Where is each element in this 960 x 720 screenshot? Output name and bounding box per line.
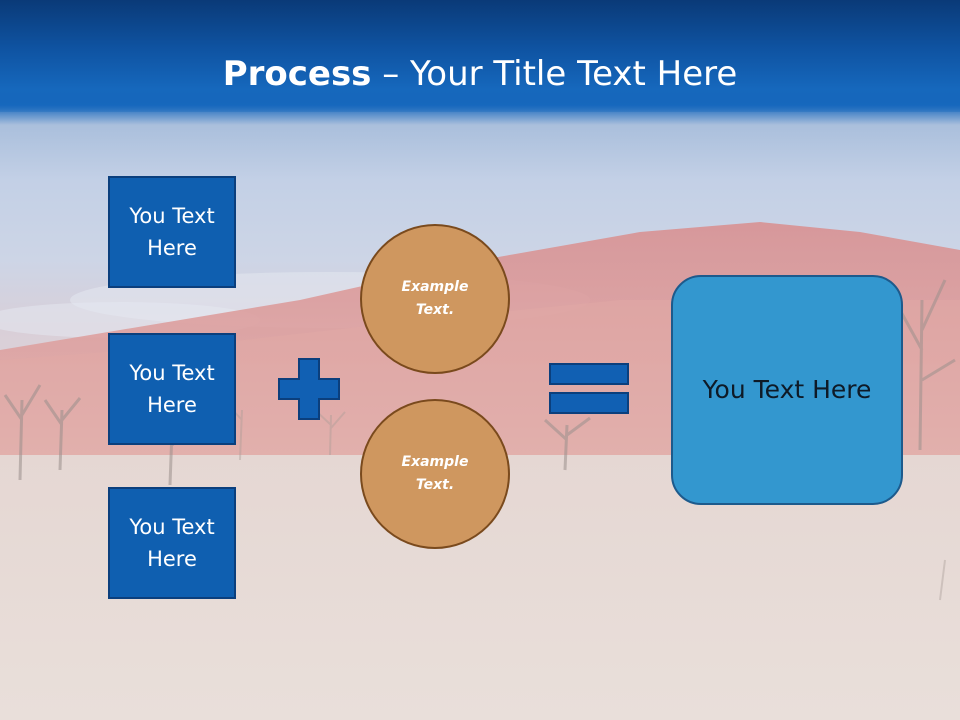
input-box-2[interactable]: You Text Here <box>108 333 236 445</box>
example-circle-1[interactable]: Example Text. <box>360 224 510 374</box>
example-circle-2[interactable]: Example Text. <box>360 399 510 549</box>
title-bold: Process <box>222 54 372 94</box>
title-rest: – Your Title Text Here <box>371 54 738 94</box>
plus-icon <box>278 358 340 420</box>
equals-icon <box>549 363 629 414</box>
input-box-1[interactable]: You Text Here <box>108 176 236 288</box>
slide-title: Process – Your Title Text Here <box>0 52 960 96</box>
title-bar <box>0 0 960 112</box>
result-box[interactable]: You Text Here <box>671 275 903 505</box>
input-box-3[interactable]: You Text Here <box>108 487 236 599</box>
